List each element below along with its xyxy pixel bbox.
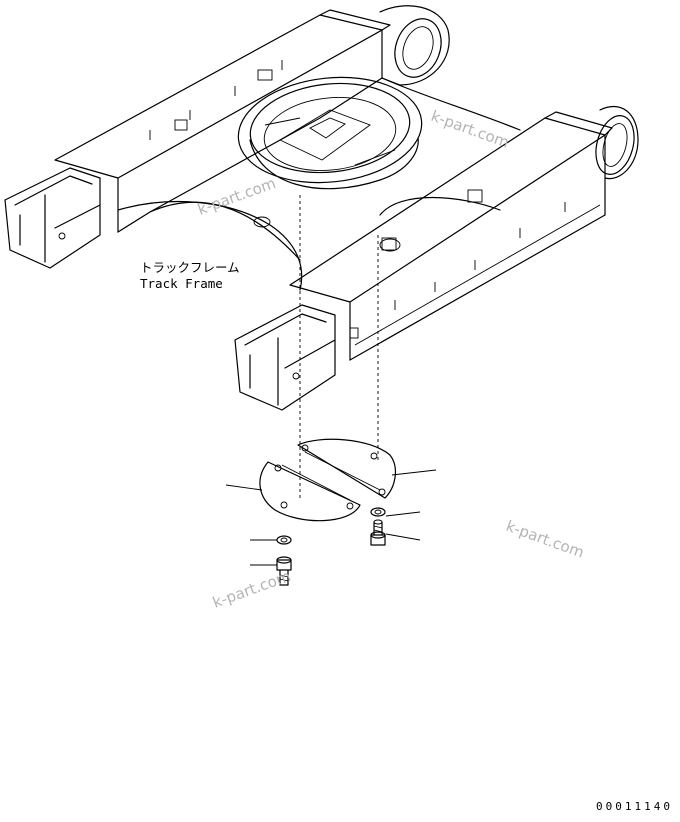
watermark-4: k-part.com: [210, 567, 293, 612]
bolt-right: [370, 519, 386, 546]
cover-right: [297, 438, 397, 499]
watermark-2: k-part.com: [429, 107, 512, 152]
left-side-frame: [4, 5, 450, 269]
watermark-3: k-part.com: [504, 517, 587, 562]
swing-circle: [237, 76, 423, 190]
track-frame: [4, 5, 639, 411]
drawing-code: 00011140: [596, 800, 673, 813]
center-body: [117, 77, 521, 291]
washer-left: [276, 535, 292, 545]
right-side-frame: [234, 105, 639, 411]
leader-lines: [225, 469, 437, 566]
washer-right: [370, 507, 386, 517]
cover-left: [259, 461, 361, 522]
component-label-en: Track Frame: [140, 276, 223, 291]
bolt-left: [276, 556, 292, 586]
component-label-jp: トラックフレーム: [140, 260, 240, 275]
